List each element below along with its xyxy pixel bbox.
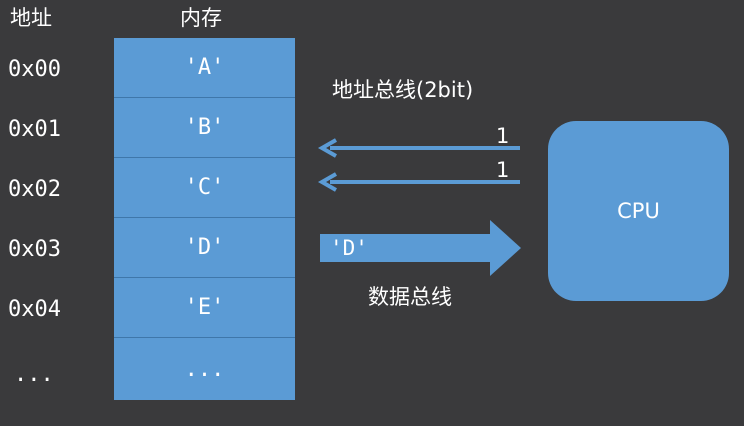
address-label: 0x01 xyxy=(8,117,61,142)
cpu-label: CPU xyxy=(617,199,660,223)
data-bus-label: 数据总线 xyxy=(368,285,452,309)
address-column-header: 地址 xyxy=(10,6,52,30)
memory-cell-value: 'A' xyxy=(184,55,225,80)
memory-cell-value: 'C' xyxy=(184,175,225,200)
memory-cell: ... xyxy=(114,338,295,400)
address-label: 0x00 xyxy=(8,57,61,82)
memory-cell-value: 'D' xyxy=(184,235,225,260)
data-bus-value: 'D' xyxy=(330,236,368,260)
address-label: 0x04 xyxy=(8,297,61,322)
address-bus-arrow xyxy=(317,172,520,192)
address-bit-label: 1 xyxy=(496,124,510,148)
address-bus-arrow xyxy=(317,138,520,158)
cpu-block: CPU xyxy=(548,121,729,301)
memory-cell: 'B' xyxy=(114,98,295,158)
address-label: 0x02 xyxy=(8,177,61,202)
address-bus-label: 地址总线(2bit) xyxy=(332,78,474,102)
memory-cell: 'A' xyxy=(114,38,295,98)
address-bit-label: 1 xyxy=(496,158,510,182)
memory-cell-value: 'E' xyxy=(184,295,225,320)
data-bus-arrow xyxy=(320,220,521,276)
memory-column-header: 内存 xyxy=(180,6,222,30)
memory-cell: 'C' xyxy=(114,158,295,218)
memory-cell: 'D' xyxy=(114,218,295,278)
memory-cell-value: ... xyxy=(184,356,225,382)
address-label: 0x03 xyxy=(8,237,61,262)
memory-cell: 'E' xyxy=(114,278,295,338)
memory-cell-value: 'B' xyxy=(184,115,225,140)
address-label: ... xyxy=(14,362,54,387)
